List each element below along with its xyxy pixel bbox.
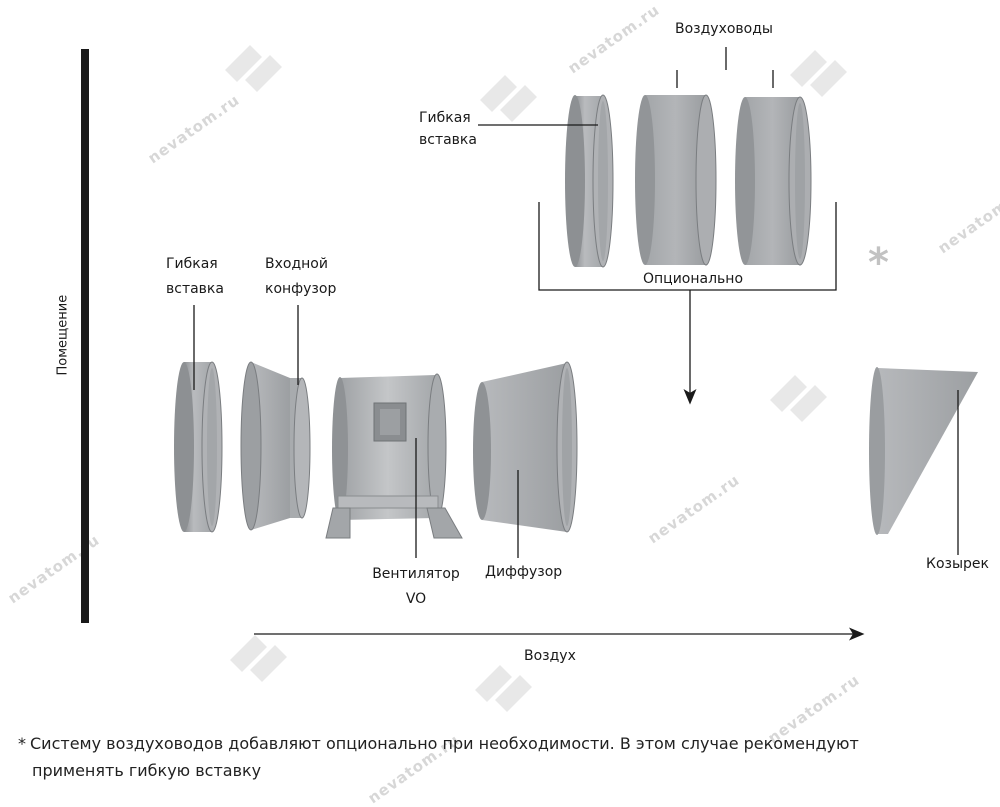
diffuser-label: Диффузор <box>485 564 563 580</box>
optional-bracket <box>538 202 837 291</box>
flex-top-label-line1: Гибкая <box>419 110 471 126</box>
flex-top-label-line2: вставка <box>419 132 477 148</box>
ducts-label: Воздуховоды <box>675 21 773 37</box>
footnote-line2: применять гибкую вставку <box>32 761 262 780</box>
flex-left-label-line2: вставка <box>166 281 224 297</box>
flexible-insert-top <box>565 94 614 268</box>
room-wall <box>81 49 89 623</box>
footnote-asterisk: * <box>18 734 26 753</box>
optional-star-icon: * <box>868 240 889 286</box>
duct-section-2 <box>735 96 812 266</box>
diffuser <box>473 361 578 533</box>
watermark-logo-icon <box>225 45 847 712</box>
flexible-insert-left <box>174 361 223 533</box>
inlet-label-line1: Входной <box>265 256 328 272</box>
hood <box>869 367 978 535</box>
fan-vo <box>325 373 463 539</box>
room-label: Помещение <box>55 294 71 376</box>
optional-label: Опционально <box>643 271 744 287</box>
flex-left-label-line1: Гибкая <box>166 256 218 272</box>
footnote-line1: Системy воздуховодов добавляют опциональ… <box>30 734 859 753</box>
duct-section-1 <box>635 94 717 266</box>
air-label: Воздух <box>524 648 576 664</box>
hood-label: Козырек <box>926 556 989 572</box>
fan-label-line1: Вентилятор <box>372 566 460 582</box>
inlet-label-line2: конфузор <box>265 281 337 297</box>
inlet-confuser <box>240 361 311 531</box>
fan-label-line2: VO <box>405 591 427 607</box>
